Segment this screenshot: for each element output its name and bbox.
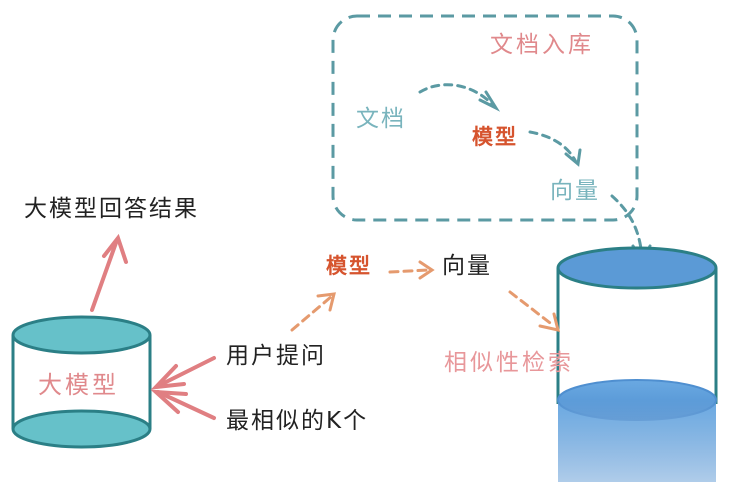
arrow-question-to-model — [290, 292, 336, 332]
ingest-doc-label: 文档 — [356, 106, 406, 132]
arrow-topk-to-llm — [150, 389, 216, 420]
arrow-llm-to-answer — [90, 233, 128, 312]
llm-answer-label: 大模型回答结果 — [24, 196, 199, 222]
ingest-model-label: 模型 — [472, 125, 518, 149]
user-question-label: 用户提问 — [226, 343, 326, 369]
ingest-arrow-model-to-vector — [528, 130, 582, 167]
ingest-arrow-doc-to-model — [418, 83, 501, 112]
similarity-search-label: 相似性检索 — [444, 350, 574, 376]
ingest-box-title: 文档入库 — [490, 32, 594, 58]
arrow-vector-to-similarity — [508, 290, 561, 332]
query-vector-label: 向量 — [442, 253, 492, 279]
query-model-label: 模型 — [326, 254, 372, 278]
vector-db-cylinder — [520, 246, 731, 482]
llm-cylinder-label: 大模型 — [38, 371, 119, 399]
ingest-dashed-box — [331, 14, 639, 222]
arrow-question-to-llm — [150, 356, 216, 390]
top-k-label: 最相似的K个 — [226, 408, 369, 434]
llm-cylinder — [11, 315, 152, 449]
arrow-model-to-vector — [388, 260, 435, 280]
ingest-vector-label: 向量 — [550, 178, 600, 204]
